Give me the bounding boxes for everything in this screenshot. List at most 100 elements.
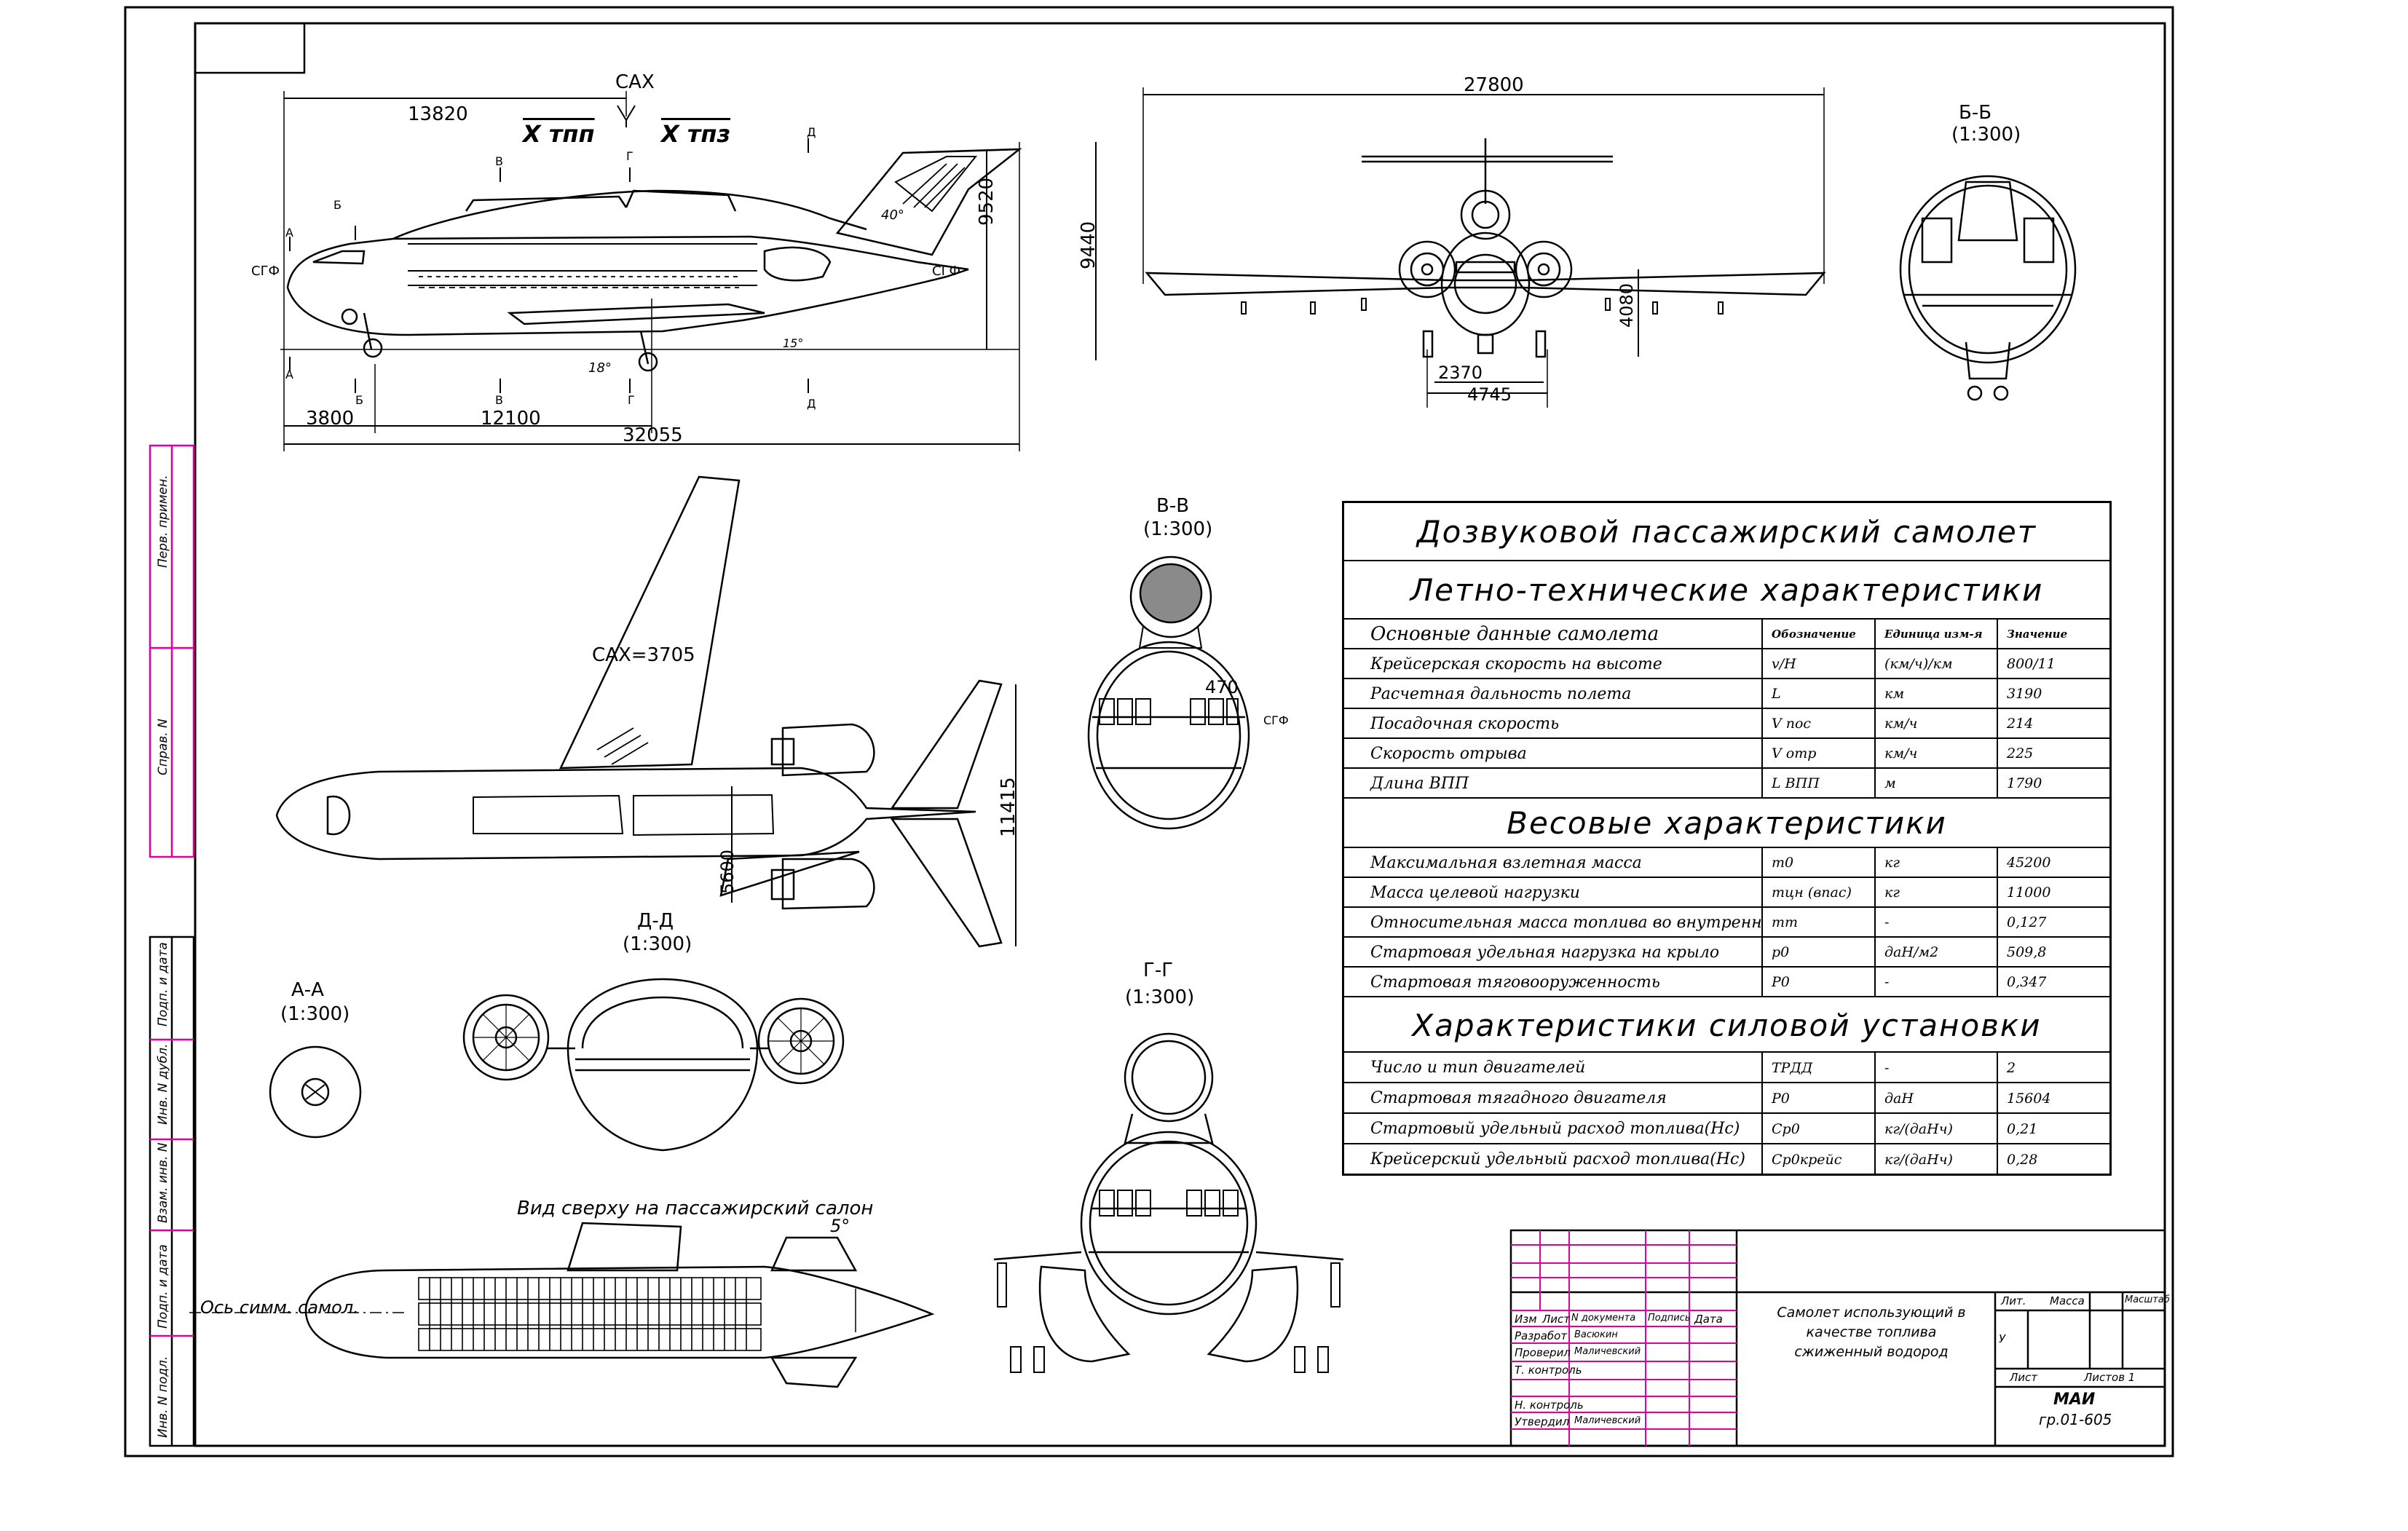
side-label-podp2: Подп. и дата <box>156 1244 170 1329</box>
spec-cell-unit: - <box>1874 968 1997 996</box>
spec-cell-value: 15604 <box>1997 1083 2114 1112</box>
spec-cell-name: Стартовый удельный расход топлива(Hс) <box>1370 1120 1740 1138</box>
inner-frame <box>194 22 2166 1447</box>
spec-cell-symbol: mцн (впас) <box>1761 878 1874 906</box>
spec-cell-name: Скорость отрыва <box>1370 745 1527 763</box>
tb-role-4: Н. контроль <box>1515 1399 1584 1412</box>
tb-lit: Лит. <box>2001 1294 2026 1308</box>
dim-fuselage-height: 4080 <box>1616 282 1637 328</box>
corner-stamp <box>194 22 306 74</box>
spec-cell-unit: даН <box>1874 1083 1997 1112</box>
spec-cell-value: 45200 <box>1997 848 2114 877</box>
section-aa-drawing <box>269 1045 362 1139</box>
spec-cell-symbol: L ВПП <box>1761 769 1874 797</box>
side-binding-columns <box>149 444 195 1447</box>
tb-org: МАИ <box>2053 1390 2096 1409</box>
dim-gear-track: 4745 <box>1467 384 1512 405</box>
label-x-tpp: Х тпп <box>523 120 595 148</box>
col-header-name: Основные данные самолета <box>1370 623 1659 645</box>
spec-cell-symbol: Cp0 <box>1761 1114 1874 1143</box>
section-aa-scale: (1:300) <box>280 1003 350 1025</box>
spec-cell-value: 0,28 <box>1997 1144 2114 1174</box>
spec-cell-value: 1790 <box>1997 769 2114 797</box>
dim-vv: 470 <box>1205 677 1239 697</box>
section-dd-drawing <box>462 978 845 1152</box>
spec-cell-symbol: p0 <box>1761 938 1874 966</box>
col-header-unit: Единица изм-я <box>1874 620 1997 648</box>
dim-gear-inner: 2370 <box>1438 363 1483 383</box>
section-bb-scale: (1:300) <box>1951 124 2021 146</box>
dim-span: 27800 <box>1464 74 1524 96</box>
tb-h-sign: Подпись <box>1648 1313 1691 1324</box>
tb-role-5: Утвердил <box>1515 1415 1570 1428</box>
spec-cell-unit: кг/(даНч) <box>1874 1114 1997 1143</box>
spec-cell-value: 0,127 <box>1997 908 2114 936</box>
spec-cell-unit: даН/м2 <box>1874 938 1997 966</box>
col-header-value: Значение <box>1997 620 2114 648</box>
tb-group: гр.01-605 <box>2039 1411 2112 1428</box>
section-mark-v-bottom: В <box>495 393 503 407</box>
label-sax: САХ <box>615 71 655 93</box>
spec-cell-value: 800/11 <box>1997 649 2114 678</box>
spec-cell-symbol: mт <box>1761 908 1874 936</box>
tb-mass: Масса <box>2050 1294 2085 1308</box>
tb-sheet: Лист <box>2010 1371 2038 1384</box>
cabin-axis-label: Ось симм. самол. <box>200 1297 359 1318</box>
section-vv-scale: (1:300) <box>1143 518 1213 540</box>
section-gg-title: Г-Г <box>1143 960 1174 981</box>
spec-section2: Весовые характеристики <box>1507 805 1947 841</box>
section-mark-g-top: Г <box>626 149 633 163</box>
section-mark-a-top: А <box>285 226 293 240</box>
label-x-tpz: Х тпз <box>661 120 731 148</box>
tb-role-1: Проверил <box>1515 1346 1571 1359</box>
section-mark-v-top: В <box>495 154 503 168</box>
spec-cell-name: Посадочная скорость <box>1370 715 1560 733</box>
side-windows <box>419 276 739 288</box>
dim-nose-sax: 13820 <box>408 103 468 125</box>
spec-cell-unit: - <box>1874 908 1997 936</box>
spec-cell-unit: кг <box>1874 878 1997 906</box>
title-block-grid <box>1511 1230 1737 1446</box>
spec-row: Относительная масса топлива во внутренни… <box>1344 908 2109 938</box>
label-sgf-tail: СГФ <box>932 264 961 279</box>
dim-cabin: 12100 <box>481 408 541 430</box>
tb-h-date: Дата <box>1694 1313 1723 1326</box>
spec-cell-name: Максимальная взлетная масса <box>1370 854 1642 872</box>
spec-section3-row: Характеристики силовой установки <box>1344 998 2109 1053</box>
spec-cell-name: Длина ВПП <box>1370 775 1469 793</box>
side-label-sprav: Справ. N <box>156 719 170 775</box>
spec-cell-unit: км/ч <box>1874 709 1997 737</box>
cabin-top-view-drawing <box>189 1222 935 1388</box>
spec-cell-value: 214 <box>1997 709 2114 737</box>
spec-cell-unit: кг/(даНч) <box>1874 1144 1997 1174</box>
spec-cell-value: 0,347 <box>1997 968 2114 996</box>
dim-top-length: 11415 <box>998 777 1019 837</box>
spec-cell-value: 11000 <box>1997 878 2114 906</box>
side-label-vzam: Взам. инв. N <box>156 1142 170 1223</box>
spec-cell-value: 225 <box>1997 739 2114 767</box>
spec-cell-unit: км <box>1874 679 1997 708</box>
spec-row: Крейсерский удельный расход топлива(Hс)C… <box>1344 1144 2109 1175</box>
spec-cell-unit: м <box>1874 769 1997 797</box>
tb-role-0: Разработ <box>1515 1329 1568 1342</box>
dim-overall-length: 32055 <box>623 424 683 446</box>
dim-front-height: 9440 <box>1078 221 1100 269</box>
top-view-drawing <box>275 475 1017 948</box>
spec-cell-value: 509,8 <box>1997 938 2114 966</box>
spec-cell-name: Крейсерский удельный расход топлива(Hс) <box>1370 1150 1745 1168</box>
section-bb-drawing <box>1899 175 2077 401</box>
section-mark-b-bottom: Б <box>355 393 363 407</box>
section-mark-g-bottom: Г <box>628 393 635 407</box>
label-sgf-nose: СГФ <box>251 264 280 279</box>
col-header-symbol: Обозначение <box>1761 620 1874 648</box>
spec-cell-value: 3190 <box>1997 679 2114 708</box>
side-view-drawing <box>280 91 1022 451</box>
